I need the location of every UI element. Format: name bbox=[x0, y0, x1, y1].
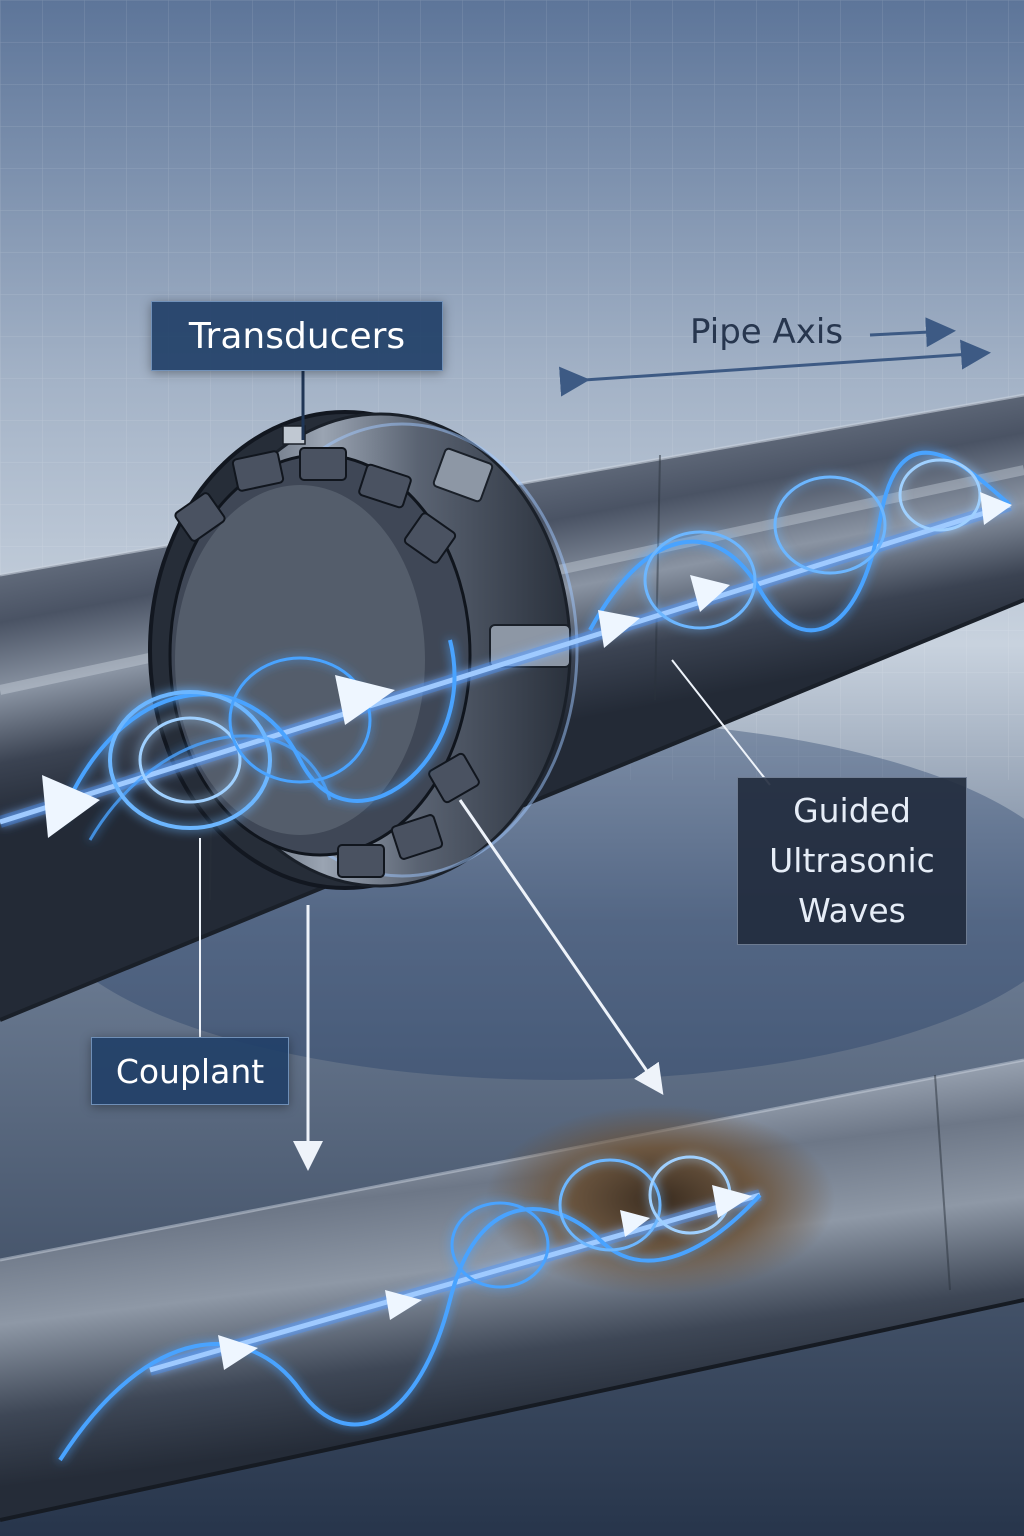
wave-direction-arrows-lower bbox=[218, 1185, 752, 1370]
pipe-axis-arrow-short bbox=[869, 317, 956, 348]
wave-direction-arrows bbox=[42, 492, 1012, 838]
guided-wave-main-pipe bbox=[0, 450, 1012, 841]
transducers-label: Transducers bbox=[151, 301, 443, 371]
guided-waves-label-line-2: Ultrasonic bbox=[769, 841, 935, 880]
transducer-collar bbox=[148, 410, 579, 890]
defect-arrow bbox=[458, 799, 664, 1095]
guided-waves-label-line-1: Guided bbox=[793, 791, 911, 830]
guided-ultrasonic-waves-label: Guided Ultrasonic Waves bbox=[737, 777, 967, 945]
guided-waves-leader-line bbox=[671, 659, 771, 786]
pipe-axis-arrow bbox=[559, 339, 991, 397]
guided-waves-label-line-3: Waves bbox=[798, 891, 906, 930]
couplant-label: Couplant bbox=[91, 1037, 289, 1105]
pipe-axis-label: Pipe Axis bbox=[690, 312, 844, 352]
